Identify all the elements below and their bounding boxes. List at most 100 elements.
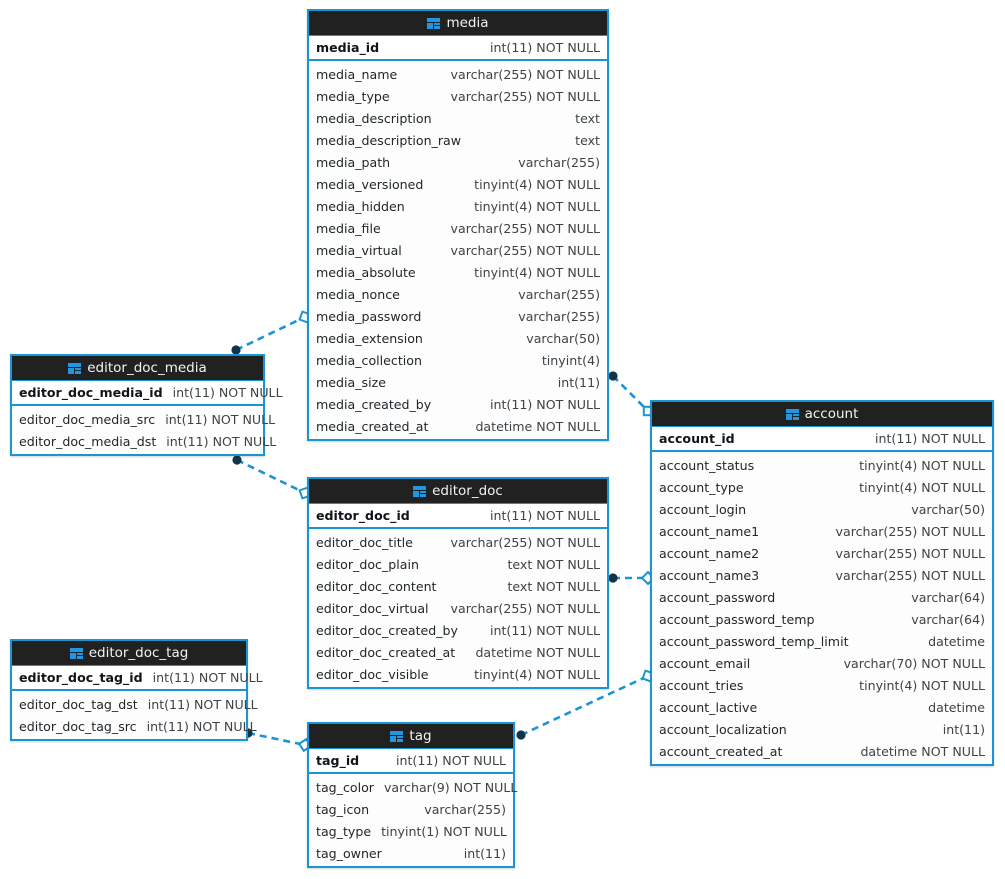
column-name: media_nonce: [316, 286, 400, 302]
column-name: editor_doc_virtual: [316, 600, 429, 616]
relationship-line: [247, 731, 306, 747]
column-name: account_login: [659, 501, 747, 517]
entity-header-editor_doc[interactable]: editor_doc: [309, 479, 607, 504]
column-row[interactable]: editor_doc_virtual varchar(255) NOT NULL: [309, 597, 607, 619]
relationship-rel-editor-doc-to-account[interactable]: [608, 570, 656, 586]
column-type: int(11) NOT NULL: [490, 396, 600, 412]
column-type: varchar(255): [424, 801, 506, 817]
column-name: account_tries: [659, 677, 744, 693]
column-name: media_file: [316, 220, 381, 236]
entity-header-account[interactable]: account: [652, 402, 992, 427]
relationship-rel-editor-doc-media-to-editor-doc[interactable]: [232, 455, 312, 500]
column-type: text: [575, 132, 600, 148]
column-type: tinyint(4) NOT NULL: [474, 176, 600, 192]
column-type: tinyint(4) NOT NULL: [474, 264, 600, 280]
column-name: media_description: [316, 110, 432, 126]
entity-header-tag[interactable]: tag: [309, 724, 513, 749]
column-name: media_hidden: [316, 198, 405, 214]
column-row[interactable]: media_description text: [309, 107, 607, 129]
table-icon: [427, 17, 441, 29]
column-type: tinyint(4) NOT NULL: [474, 666, 600, 682]
entity-header-editor_doc_media[interactable]: editor_doc_media: [12, 356, 263, 381]
relationship-rel-media-to-account[interactable]: [608, 371, 654, 417]
column-name: editor_doc_id: [316, 508, 410, 523]
column-type: varchar(255) NOT NULL: [450, 242, 600, 258]
column-name: editor_doc_created_at: [316, 644, 456, 660]
column-type: int(11): [463, 845, 506, 861]
column-name: media_created_at: [316, 418, 429, 434]
column-type: varchar(255) NOT NULL: [450, 600, 600, 616]
column-name: editor_doc_created_by: [316, 622, 458, 638]
entity-header-media[interactable]: media: [309, 11, 607, 36]
relationship-endpoint-dot: [516, 730, 526, 740]
relationship-rel-editor-doc-media-to-media[interactable]: [231, 310, 312, 355]
column-name: media_id: [316, 40, 380, 55]
column-name: account_password_temp: [659, 611, 815, 627]
column-name: account_id: [659, 431, 735, 446]
column-name: editor_doc_title: [316, 534, 413, 550]
column-type: text: [575, 110, 600, 126]
entity-header-editor_doc_tag[interactable]: editor_doc_tag: [12, 641, 246, 666]
